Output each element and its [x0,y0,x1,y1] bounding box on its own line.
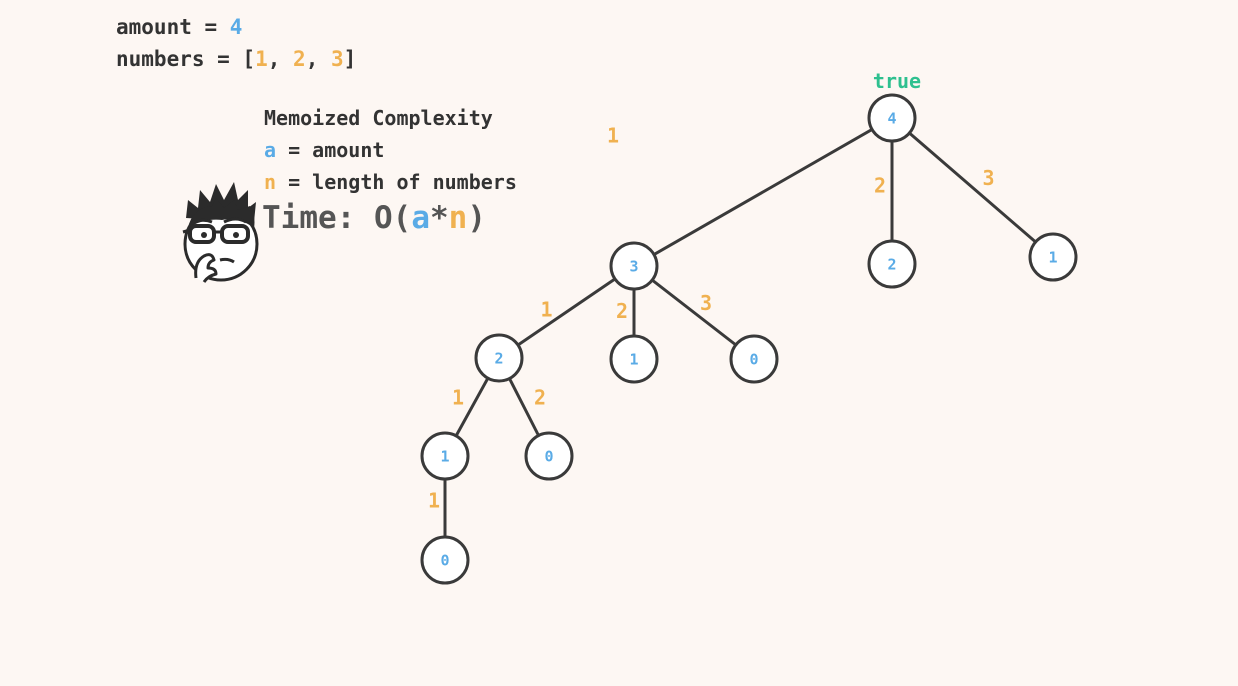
node-value: 0 [544,448,553,466]
node-value: 2 [494,350,503,368]
number-item: 2 [293,47,306,71]
time-suffix: ) [467,200,486,236]
tree-edge [891,116,1054,259]
number-item: 1 [255,47,268,71]
time-n: n [448,200,468,236]
tree-node: 3 [609,241,659,291]
node-circle [867,239,917,289]
a-definition: a = amount [264,140,384,160]
n-variable: n [264,170,277,194]
tree-node: 2 [867,239,917,289]
tree-node: 2 [474,333,524,383]
a-variable: a [264,138,277,162]
tree-node: 0 [729,334,779,384]
numbers-label: numbers = [ [116,47,256,71]
tree-edge [633,116,893,268]
node-circle [420,431,470,481]
time-star: * [429,200,449,236]
tree-node: 0 [420,535,470,585]
node-value: 3 [629,258,638,276]
edge-label: 2 [616,299,628,323]
time-complexity: Time: O(a*n) [262,203,486,234]
edge-label: 3 [982,166,994,190]
edge-label: 1 [452,386,464,410]
edge-label: 1 [428,489,440,513]
number-item: 3 [330,47,344,71]
edge-label: 1 [607,124,619,148]
tree-node: 1 [420,431,470,481]
n-definition: n = length of numbers [264,172,517,192]
root-result-label: true [873,69,921,93]
edge-label: 1 [540,298,552,322]
tree-node: 0 [524,431,574,481]
node-circle [420,535,470,585]
a-description: = amount [276,138,385,162]
node-value: 2 [887,256,896,274]
numbers-separator: , [305,47,331,71]
node-circle [474,333,524,383]
numbers-close: ] [343,47,357,71]
node-circle [729,334,779,384]
n-description: = length of numbers [276,170,517,194]
tree-node: 1 [609,334,659,384]
tree-edge [633,264,755,361]
tree-edge [498,264,635,360]
node-value: 4 [887,110,896,128]
complexity-title: Memoized Complexity [264,106,493,130]
node-circle [609,241,659,291]
node-value: 1 [1048,249,1057,267]
node-circle [609,334,659,384]
time-prefix: Time: O( [262,200,412,236]
node-circle [524,431,574,481]
amount-line: amount = 4 [116,17,242,38]
edge-label: 2 [534,386,546,410]
node-value: 1 [440,448,449,466]
amount-label: amount = [116,15,230,39]
edge-label: 2 [874,174,886,198]
time-a: a [411,200,430,236]
tree-node: 4 [867,93,917,143]
node-circle [867,93,917,143]
node-value: 0 [749,351,758,369]
numbers-separator: , [267,47,294,71]
amount-value: 4 [229,15,243,39]
node-value: 1 [629,351,638,369]
tree-node: 1 [1028,232,1078,282]
edge-label: 3 [700,291,712,315]
numbers-line: numbers = [1, 2, 3] [116,49,356,70]
thinking-face-icon [182,182,259,283]
node-circle [1028,232,1078,282]
node-value: 0 [440,552,449,570]
